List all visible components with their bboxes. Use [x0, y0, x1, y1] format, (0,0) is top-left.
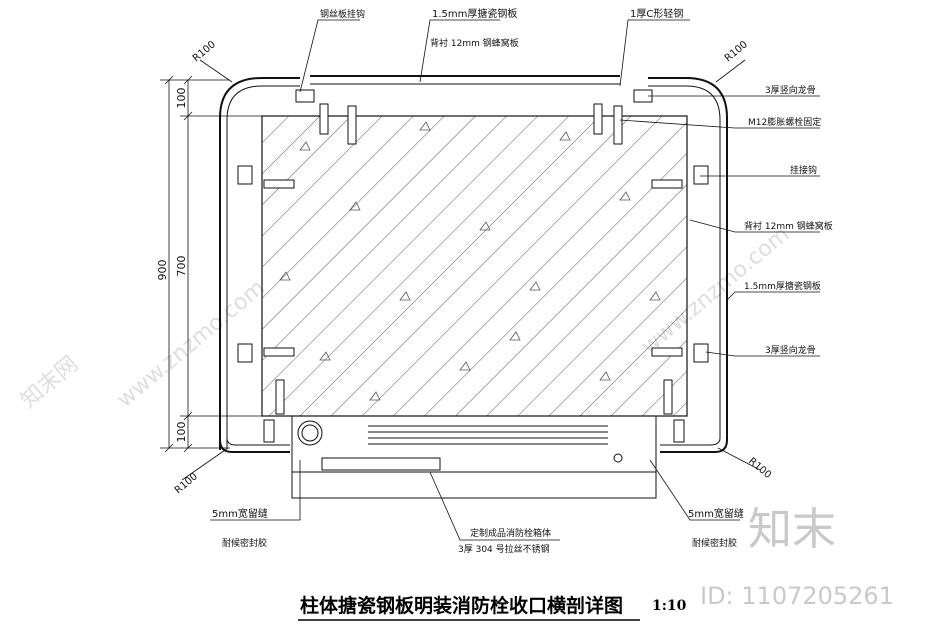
- label-right-backing: 背衬 12mm 钢蜂窝板: [744, 220, 833, 232]
- drawing-scale: 1:10: [652, 598, 687, 614]
- label-bottom-left-gap: 5mm宽留缝: [212, 507, 268, 520]
- dim-top: 100: [175, 88, 188, 109]
- watermark-corner: 知末网: [16, 352, 83, 414]
- label-bottom-left-gap-sub: 耐候密封胶: [222, 537, 267, 549]
- label-top-steel-panel: 1.5mm厚搪瓷钢板: [432, 7, 517, 20]
- label-top-left-hanger: 钢丝板挂钩: [320, 8, 365, 20]
- radius-bottom-left: R100: [173, 471, 200, 496]
- label-bottom-right-gap: 5mm宽留缝: [688, 507, 744, 520]
- dim-bottom: 100: [175, 422, 188, 443]
- label-right-square-tube-top: 3厚竖向龙骨: [765, 84, 816, 96]
- hydrant-box: [291, 415, 657, 499]
- radius-top-right: R100: [723, 39, 750, 64]
- label-top-backing: 背衬 12mm 钢蜂窝板: [430, 37, 519, 49]
- dim-total: 900: [156, 260, 169, 281]
- leader-lines: [181, 19, 820, 541]
- dim-middle: 700: [175, 256, 188, 277]
- steel-cladding: [219, 75, 728, 453]
- label-bottom-right-gap-sub: 耐候密封胶: [692, 537, 737, 549]
- radius-bottom-right: R100: [746, 456, 773, 481]
- label-right-hanger: 挂接钩: [790, 164, 817, 176]
- label-right-steel-panel: 1.5mm厚搪瓷钢板: [744, 280, 821, 292]
- radius-top-left: R100: [191, 39, 218, 64]
- label-bottom-center-fixture-sub: 3厚 304 号拉丝不锈钢: [458, 543, 550, 555]
- watermark-brand: 知末: [748, 504, 836, 555]
- label-right-anchor-bolt: M12膨胀螺栓固定: [748, 116, 821, 128]
- concrete-core: [261, 115, 688, 417]
- brackets: [237, 89, 709, 443]
- dimension-chain: [160, 75, 262, 453]
- drawing-title: 柱体搪瓷钢板明装消防栓收口横剖详图: [300, 594, 623, 617]
- label-right-square-tube-bottom: 3厚竖向龙骨: [765, 344, 816, 356]
- label-top-c-channel: 1厚C形轻钢: [630, 7, 683, 20]
- watermark-id: ID: 1107205261: [700, 582, 894, 610]
- label-bottom-center-fixture: 定制成品消防栓箱体: [470, 527, 551, 539]
